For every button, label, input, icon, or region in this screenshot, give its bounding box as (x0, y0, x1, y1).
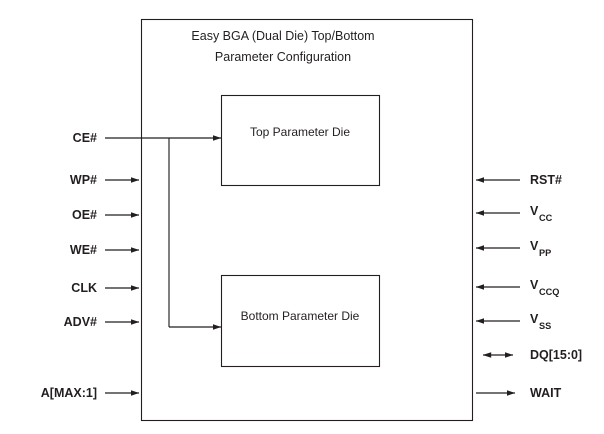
bottom-die-box (220, 274, 381, 368)
pin-label-clk: CLK (71, 281, 97, 295)
pin-label-we: WE# (70, 243, 97, 257)
pin-label-oe: OE# (72, 208, 97, 222)
pin-label-wp: WP# (70, 173, 97, 187)
pin-label-vss: V (530, 312, 539, 326)
bottom-die-label: Bottom Parameter Die (241, 309, 360, 323)
top-die-box (220, 94, 381, 187)
pin-label-vcc: V (530, 204, 539, 218)
pin-label-vss-subscript: SS (539, 321, 551, 331)
diagram-title-line1: Easy BGA (Dual Die) Top/Bottom (191, 29, 374, 43)
pin-label-vccq: V (530, 278, 539, 292)
pin-label-ce: CE# (73, 131, 97, 145)
pin-label-rst: RST# (530, 173, 562, 187)
pin-label-vpp: V (530, 239, 539, 253)
pin-label-adv: ADV# (64, 315, 97, 329)
pin-label-dq: DQ[15:0] (530, 348, 582, 362)
pin-label-vcc-subscript: CC (539, 213, 553, 223)
pin-label-vccq-subscript: CCQ (539, 287, 559, 297)
pin-label-wait: WAIT (530, 386, 562, 400)
pin-label-vpp-subscript: PP (539, 248, 551, 258)
pin-line-ce (105, 135, 222, 330)
pin-label-amax: A[MAX:1] (41, 386, 97, 400)
diagram-title-line2: Parameter Configuration (215, 50, 351, 64)
top-die-label: Top Parameter Die (250, 125, 350, 139)
